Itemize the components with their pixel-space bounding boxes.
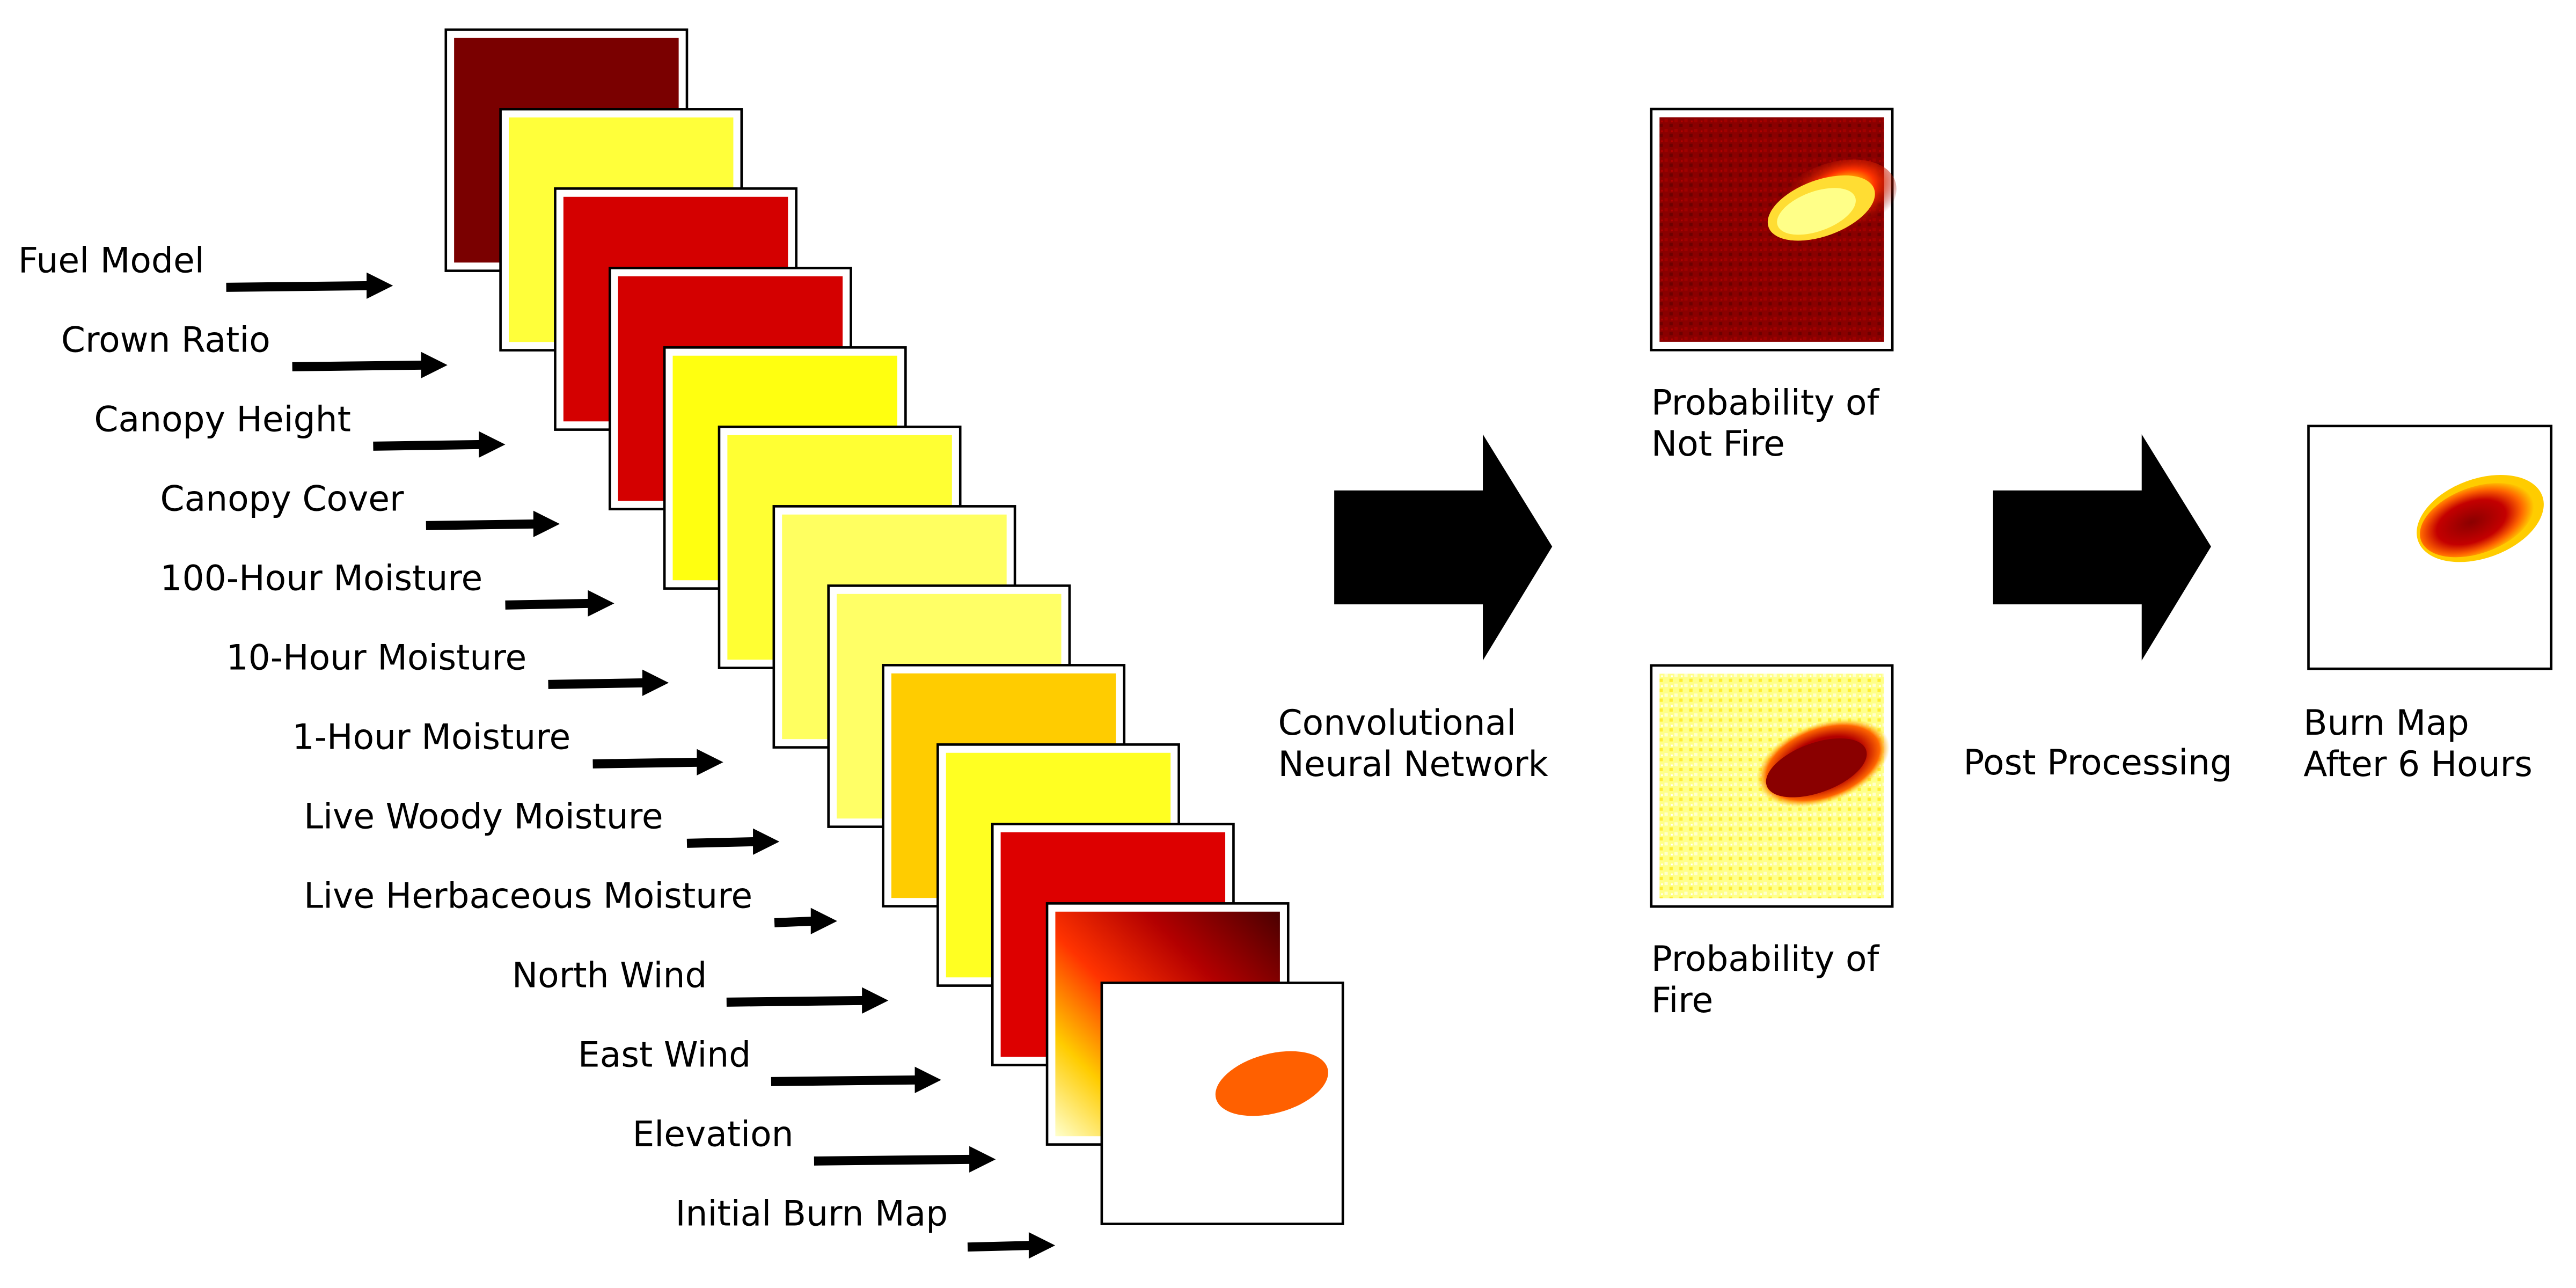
big-arrow-icon xyxy=(1993,434,2211,661)
result-burn-map xyxy=(2307,425,2553,670)
arrow-right-icon xyxy=(226,272,393,299)
arrow-right-icon xyxy=(774,908,837,934)
post-processing-label: Post Processing xyxy=(1963,743,2232,783)
input-label: Canopy Height xyxy=(94,400,351,440)
not-fire-map xyxy=(1650,107,1897,352)
input-label: 100-Hour Moisture xyxy=(160,559,482,599)
arrow-right-icon xyxy=(592,749,723,775)
input-label: Initial Burn Map xyxy=(675,1194,948,1234)
model-label-line1: Convolutional xyxy=(1278,703,1517,743)
input-label: Live Herbaceous Moisture xyxy=(304,876,752,917)
not-fire-label-line1: Probability of xyxy=(1651,383,1880,423)
arrow-right-icon xyxy=(686,828,780,855)
input-layer-map xyxy=(1100,982,1344,1225)
input-label: North Wind xyxy=(512,956,707,996)
input-label: East Wind xyxy=(578,1035,751,1075)
input-label: 1-Hour Moisture xyxy=(292,718,571,758)
model-label-line2: Neural Network xyxy=(1278,744,1549,785)
input-layer-stack xyxy=(444,28,1344,1225)
input-label: Crown Ratio xyxy=(61,320,270,361)
fire-label-line1: Probability of xyxy=(1651,939,1880,979)
arrow-right-icon xyxy=(814,1146,996,1173)
arrow-right-icon xyxy=(771,1066,941,1093)
input-label: Elevation xyxy=(632,1115,793,1155)
fire-label-line2: Fire xyxy=(1651,980,1713,1021)
fire-map xyxy=(1650,664,1894,908)
arrow-right-icon xyxy=(505,590,614,617)
arrow-right-icon xyxy=(426,510,560,537)
input-label: 10-Hour Moisture xyxy=(226,638,527,678)
arrow-right-icon xyxy=(726,987,889,1014)
input-label: Fuel Model xyxy=(18,241,204,281)
arrow-right-icon xyxy=(967,1232,1056,1259)
big-arrow-icon xyxy=(1334,434,1553,661)
arrow-right-icon xyxy=(292,352,448,378)
result-label-line2: After 6 Hours xyxy=(2303,744,2533,785)
input-label: Live Woody Moisture xyxy=(304,797,663,837)
result-label-line1: Burn Map xyxy=(2303,703,2469,743)
arrow-right-icon xyxy=(548,669,669,696)
arrow-right-icon xyxy=(373,431,506,458)
input-label: Canopy Cover xyxy=(160,479,404,519)
not-fire-label-line2: Not Fire xyxy=(1651,424,1785,464)
